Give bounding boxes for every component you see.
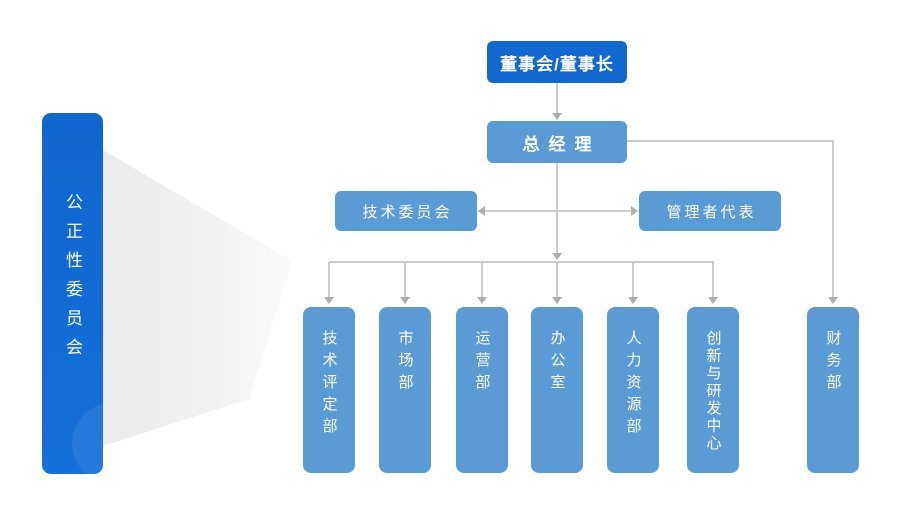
connector-drop-dept4 — [556, 262, 558, 297]
connector-gm-finance-vertical — [832, 140, 834, 297]
arrow-left-icon — [478, 206, 485, 216]
arrow-down-icon — [828, 297, 838, 304]
dept-office: 办公室 — [531, 307, 583, 473]
impartiality-committee-banner: 公正性委员会 — [42, 113, 103, 474]
arrow-down-icon — [552, 253, 562, 260]
dept-label: 创新与研发中心 — [704, 330, 722, 453]
connector-committee-rep — [485, 210, 632, 212]
arrow-down-icon — [552, 113, 562, 120]
node-board-chairman: 董事会/董事长 — [487, 41, 627, 83]
dept-label: 市场部 — [396, 330, 414, 396]
node-tech-committee: 技术委员会 — [335, 191, 477, 231]
arrow-right-icon — [631, 206, 638, 216]
dept-marketing: 市场部 — [379, 307, 431, 473]
connector-gm-distribution — [556, 163, 558, 254]
dept-label: 人力资源部 — [624, 330, 642, 440]
arrow-down-icon — [552, 297, 562, 304]
connector-drop-dept5 — [632, 262, 634, 297]
connector-gm-finance-horizontal — [627, 140, 833, 142]
connector-distribution-line — [329, 261, 714, 263]
dept-finance: 财务部 — [807, 307, 859, 473]
dept-label: 办公室 — [548, 330, 566, 396]
connector-board-gm — [556, 83, 558, 114]
dept-label: 运营部 — [473, 330, 491, 396]
arrow-down-icon — [708, 297, 718, 304]
node-tech-committee-label: 技术委员会 — [362, 203, 453, 221]
dept-human-resources: 人力资源部 — [607, 307, 659, 473]
arrow-down-icon — [628, 297, 638, 304]
dept-operations: 运营部 — [456, 307, 508, 473]
node-management-representative-label: 管理者代表 — [666, 203, 757, 221]
dept-label: 技术评定部 — [320, 330, 338, 440]
connector-drop-dept2 — [404, 262, 406, 297]
node-management-representative: 管理者代表 — [639, 191, 781, 231]
banner-bubble-decoration — [72, 403, 103, 474]
impartiality-committee-label: 公正性委员会 — [63, 193, 82, 367]
dept-innovation-rd-center: 创新与研发中心 — [687, 307, 739, 473]
connector-drop-dept3 — [481, 262, 483, 297]
node-general-manager: 总经理 — [487, 121, 627, 163]
arrow-down-icon — [400, 297, 410, 304]
dept-label: 财务部 — [824, 330, 842, 396]
arrow-down-icon — [324, 297, 334, 304]
dept-technical-assessment: 技术评定部 — [303, 307, 355, 473]
connector-drop-dept1 — [328, 262, 330, 297]
connector-drop-dept6 — [712, 262, 714, 297]
node-general-manager-label: 总经理 — [522, 134, 601, 154]
node-board-chairman-label: 董事会/董事长 — [500, 54, 614, 74]
spotlight-beam — [103, 150, 292, 446]
arrow-down-icon — [477, 297, 487, 304]
